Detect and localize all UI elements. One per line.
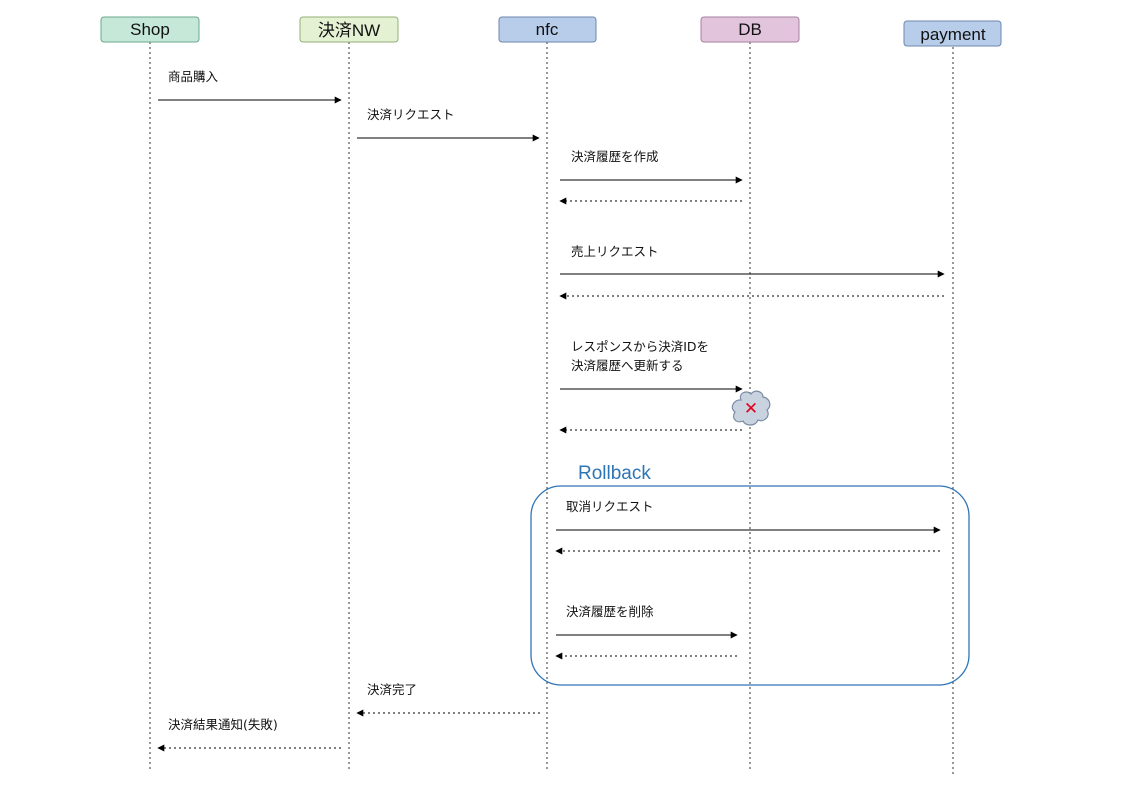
actor-label-db: DB <box>738 20 762 39</box>
message-label: 決済結果通知(失敗) <box>168 717 278 732</box>
messages <box>157 96 945 752</box>
actor-payment[interactable]: payment <box>903 20 1002 47</box>
message-label: 決済履歴を作成 <box>571 149 659 164</box>
message-label: 決済リクエスト <box>367 107 455 122</box>
rollback-label: Rollback <box>578 463 651 484</box>
actor-label-payment: payment <box>920 25 985 44</box>
message-label: 決済完了 <box>367 682 417 697</box>
actor-label-nw: 決済NW <box>318 21 380 40</box>
actor-nw[interactable]: 決済NW <box>299 16 399 43</box>
message-label: レスポンスから決済IDを <box>571 339 709 354</box>
message-label: 取消リクエスト <box>566 499 654 514</box>
message-label: 決済履歴へ更新する <box>571 358 684 373</box>
lifelines <box>149 42 954 774</box>
actor-label-nfc: nfc <box>536 20 559 39</box>
error-cloud-icon: ✕ <box>731 390 771 426</box>
actor-shop[interactable]: Shop <box>100 16 200 43</box>
actor-label-shop: Shop <box>130 20 170 39</box>
error-x-mark: ✕ <box>744 399 758 419</box>
message-label: 決済履歴を削除 <box>566 604 654 619</box>
actor-nfc[interactable]: nfc <box>498 16 597 43</box>
actor-db[interactable]: DB <box>700 16 800 43</box>
rollback-frame <box>530 485 970 686</box>
message-label: 商品購入 <box>168 69 219 84</box>
message-label: 売上リクエスト <box>571 244 659 259</box>
